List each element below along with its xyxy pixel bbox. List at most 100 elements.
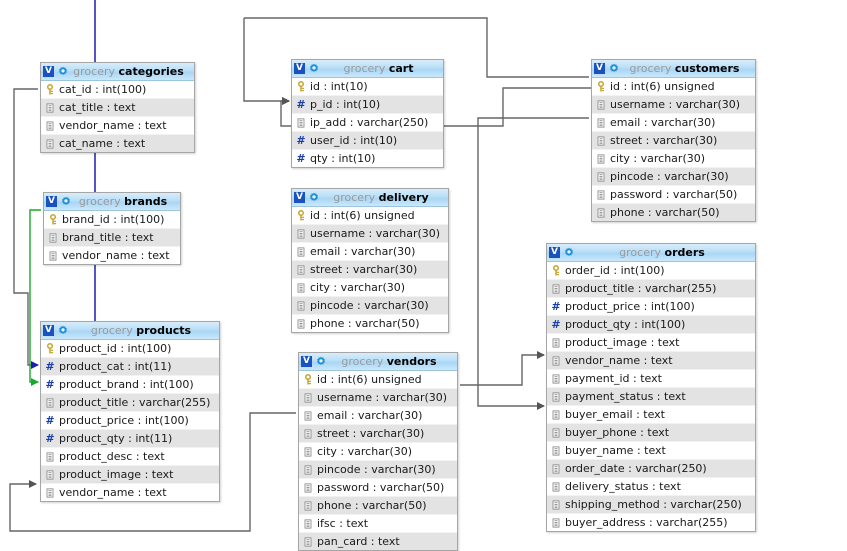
view-toggle-icon[interactable]: V (294, 192, 305, 203)
gear-icon[interactable] (315, 356, 331, 368)
column-row[interactable]: product_image : text (41, 466, 219, 484)
column-row[interactable]: #product_price : int(100) (41, 412, 219, 430)
column-row[interactable]: #product_brand : int(100) (41, 376, 219, 394)
view-toggle-icon[interactable]: V (294, 63, 305, 74)
gear-icon[interactable] (60, 196, 76, 208)
column-row[interactable]: street : varchar(30) (292, 261, 448, 279)
column-row[interactable]: payment_status : text (547, 388, 755, 406)
view-toggle-icon[interactable]: V (594, 63, 605, 74)
column-row[interactable]: email : varchar(30) (299, 407, 457, 425)
column-row[interactable]: vendor_name : text (41, 117, 194, 135)
column-row[interactable]: buyer_name : text (547, 442, 755, 460)
column-row[interactable]: email : varchar(30) (292, 243, 448, 261)
column-row[interactable]: #qty : int(10) (292, 150, 443, 167)
column-row[interactable]: city : varchar(30) (292, 279, 448, 297)
column-row[interactable]: cat_id : int(100) (41, 81, 194, 99)
column-row[interactable]: vendor_name : text (547, 352, 755, 370)
column-row[interactable]: #product_qty : int(100) (547, 316, 755, 334)
gear-icon[interactable] (563, 247, 579, 259)
gear-icon[interactable] (57, 66, 73, 78)
column-row[interactable]: username : varchar(30) (292, 225, 448, 243)
column-row[interactable]: street : varchar(30) (299, 425, 457, 443)
view-toggle-icon[interactable]: V (46, 196, 57, 207)
column-row[interactable]: city : varchar(30) (299, 443, 457, 461)
column-row[interactable]: phone : varchar(50) (592, 204, 755, 221)
gear-icon[interactable] (57, 325, 73, 337)
key-icon (44, 83, 59, 96)
gear-icon[interactable] (608, 63, 624, 75)
column-row[interactable]: email : varchar(30) (592, 114, 755, 132)
column-row[interactable]: vendor_name : text (44, 247, 180, 264)
column-row[interactable]: product_title : varchar(255) (41, 394, 219, 412)
column-row[interactable]: street : varchar(30) (592, 132, 755, 150)
column-row[interactable]: brand_title : text (44, 229, 180, 247)
column-row[interactable]: pincode : varchar(30) (592, 168, 755, 186)
column-row[interactable]: payment_id : text (547, 370, 755, 388)
column-row[interactable]: delivery_status : text (547, 478, 755, 496)
column-row[interactable]: order_date : varchar(250) (547, 460, 755, 478)
column-label: product_desc : text (59, 450, 165, 463)
column-label: buyer_name : text (565, 444, 666, 457)
column-row[interactable]: id : int(10) (292, 78, 443, 96)
column-row[interactable]: #product_price : int(100) (547, 298, 755, 316)
column-row[interactable]: product_title : varchar(255) (547, 280, 755, 298)
column-row[interactable]: buyer_email : text (547, 406, 755, 424)
column-row[interactable]: username : varchar(30) (592, 96, 755, 114)
column-row[interactable]: order_id : int(100) (547, 262, 755, 280)
column-row[interactable]: city : varchar(30) (592, 150, 755, 168)
column-row[interactable]: username : varchar(30) (299, 389, 457, 407)
column-row[interactable]: id : int(6) unsigned (592, 78, 755, 96)
view-toggle-icon[interactable]: V (549, 247, 560, 258)
column-row[interactable]: product_desc : text (41, 448, 219, 466)
column-row[interactable]: #product_cat : int(11) (41, 358, 219, 376)
column-row[interactable]: pan_card : text (299, 533, 457, 550)
view-toggle-icon[interactable]: V (301, 356, 312, 367)
column-row[interactable]: product_image : text (547, 334, 755, 352)
column-row[interactable]: buyer_phone : text (547, 424, 755, 442)
column-row[interactable]: pincode : varchar(30) (299, 461, 457, 479)
column-row[interactable]: phone : varchar(50) (292, 315, 448, 332)
column-row[interactable]: product_id : int(100) (41, 340, 219, 358)
column-row[interactable]: id : int(6) unsigned (299, 371, 457, 389)
column-row[interactable]: pincode : varchar(30) (292, 297, 448, 315)
column-row[interactable]: #product_qty : int(11) (41, 430, 219, 448)
column-row[interactable]: password : varchar(50) (592, 186, 755, 204)
gear-icon[interactable] (308, 192, 324, 204)
column-row[interactable]: vendor_name : text (41, 484, 219, 501)
view-toggle-icon[interactable]: V (43, 325, 54, 336)
column-row[interactable]: phone : varchar(50) (299, 497, 457, 515)
column-row[interactable]: id : int(6) unsigned (292, 207, 448, 225)
database-name: grocery (90, 324, 133, 337)
gear-icon[interactable] (308, 63, 324, 75)
table-title-orders: grocery orders (579, 244, 751, 261)
column-icon (595, 99, 610, 111)
column-row[interactable]: #user_id : int(10) (292, 132, 443, 150)
column-row[interactable]: ip_add : varchar(250) (292, 114, 443, 132)
view-toggle-icon[interactable]: V (43, 66, 54, 77)
column-row[interactable]: brand_id : int(100) (44, 211, 180, 229)
column-row[interactable]: ifsc : text (299, 515, 457, 533)
column-row[interactable]: password : varchar(50) (299, 479, 457, 497)
column-row[interactable]: #p_id : int(10) (292, 96, 443, 114)
column-row[interactable]: cat_name : text (41, 135, 194, 152)
column-row[interactable]: buyer_address : varchar(255) (547, 514, 755, 531)
column-row[interactable]: cat_title : text (41, 99, 194, 117)
column-row[interactable]: shipping_method : varchar(250) (547, 496, 755, 514)
